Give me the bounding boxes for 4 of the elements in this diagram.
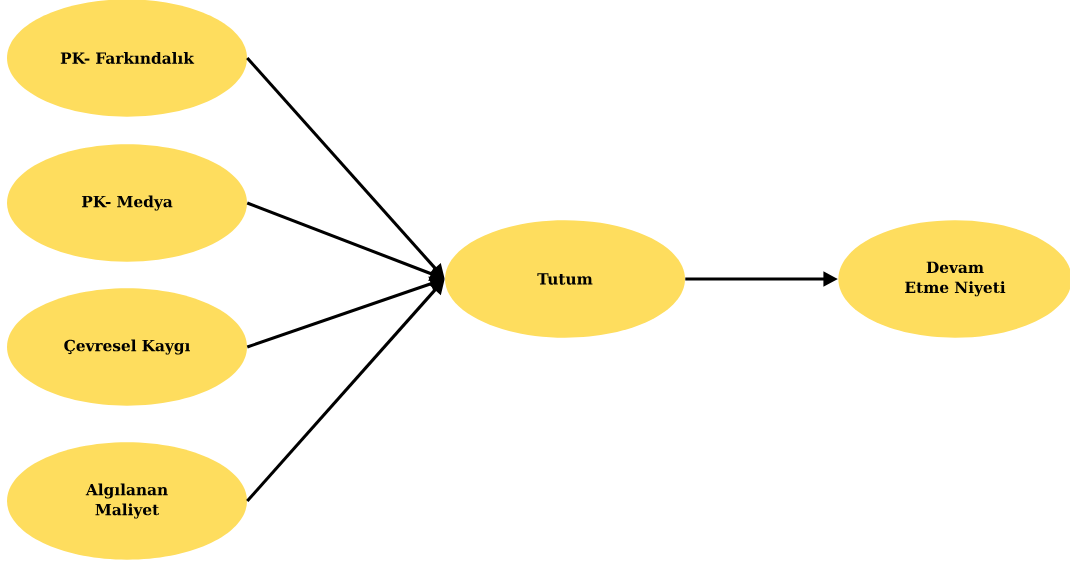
ellipse-node: PK- Medya [7, 144, 247, 262]
ellipse-node: Çevresel Kaygı [7, 288, 247, 406]
ellipse-node: Algılanan Maliyet [7, 442, 247, 560]
ellipse-node: Tutum [445, 220, 685, 338]
